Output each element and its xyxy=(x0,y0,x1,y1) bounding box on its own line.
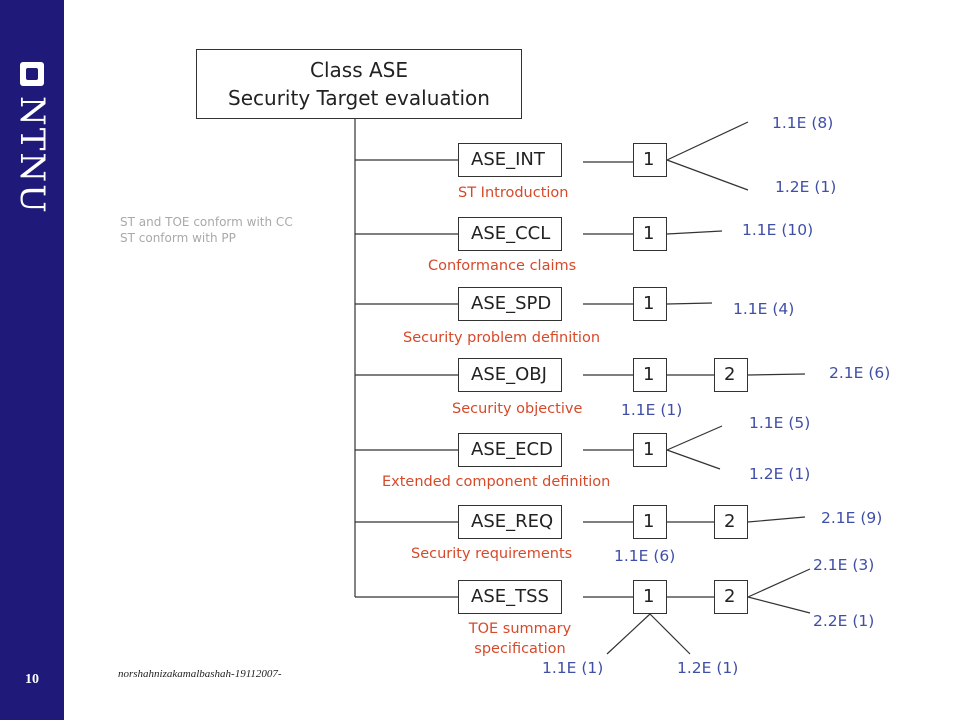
level-box: 1 xyxy=(633,143,667,177)
element-label: 1.2E (1) xyxy=(749,465,811,483)
fan-line xyxy=(606,613,651,655)
family-box-ase-spd: ASE_SPD xyxy=(458,287,562,321)
footer-author: norshahnizakamalbashah-19112007- xyxy=(118,668,282,680)
ntnu-logo-icon xyxy=(20,62,44,86)
family-description: Security requirements xyxy=(411,546,573,562)
level-box: 1 xyxy=(633,505,667,539)
element-label: 1.1E (1) xyxy=(542,659,604,677)
element-label: 1.2E (1) xyxy=(775,178,837,196)
fan-line xyxy=(666,449,721,470)
fan-line xyxy=(649,613,691,655)
fan-line xyxy=(747,568,811,598)
element-label: 1.1E (6) xyxy=(614,547,676,565)
element-label: 1.1E (1) xyxy=(621,401,683,419)
level-box: 1 xyxy=(633,433,667,467)
conformance-note: ST and TOE conform with CC ST conform wi… xyxy=(120,214,293,246)
fan-line xyxy=(666,425,723,451)
family-box-ase-tss: ASE_TSS xyxy=(458,580,562,614)
family-description: TOE summary specification xyxy=(458,619,582,659)
class-title: Class ASE xyxy=(310,58,408,82)
family-description: Conformance claims xyxy=(428,258,577,274)
class-ase-box: Class ASE Security Target evaluation xyxy=(196,49,522,119)
level-box: 1 xyxy=(633,217,667,251)
element-label: 2.2E (1) xyxy=(813,612,875,630)
element-label: 2.1E (3) xyxy=(813,556,875,574)
family-box-ase-ccl: ASE_CCL xyxy=(458,217,562,251)
note-line: ST and TOE conform with CC xyxy=(120,215,293,229)
element-label: 2.1E (6) xyxy=(829,364,891,382)
element-label: 1.2E (1) xyxy=(677,659,739,677)
element-label: 1.1E (8) xyxy=(772,114,834,132)
class-subtitle: Security Target evaluation xyxy=(228,86,490,110)
sidebar: NTNU 10 xyxy=(0,0,64,720)
element-label: 1.1E (5) xyxy=(749,414,811,432)
description-line: TOE summary xyxy=(468,621,572,637)
element-label: 2.1E (9) xyxy=(821,509,883,527)
level-box: 1 xyxy=(633,358,667,392)
fan-line xyxy=(666,159,749,191)
fan-line xyxy=(747,516,806,523)
level-box: 2 xyxy=(714,505,748,539)
level-box: 2 xyxy=(714,580,748,614)
fan-line xyxy=(666,230,723,235)
page-number: 10 xyxy=(25,672,39,687)
note-line: ST conform with PP xyxy=(120,231,236,245)
family-description: Extended component definition xyxy=(382,474,611,490)
family-description: ST Introduction xyxy=(458,185,569,201)
family-box-ase-ecd: ASE_ECD xyxy=(458,433,562,467)
fan-line xyxy=(666,121,749,161)
level-box: 1 xyxy=(633,287,667,321)
description-line: specification xyxy=(474,641,566,657)
family-box-ase-obj: ASE_OBJ xyxy=(458,358,562,392)
family-box-ase-req: ASE_REQ xyxy=(458,505,562,539)
family-description: Security objective xyxy=(452,401,583,417)
family-box-ase-int: ASE_INT xyxy=(458,143,562,177)
level-box: 1 xyxy=(633,580,667,614)
fan-line xyxy=(747,596,811,614)
level-box: 2 xyxy=(714,358,748,392)
element-label: 1.1E (10) xyxy=(742,221,814,239)
family-description: Security problem definition xyxy=(403,330,601,346)
element-label: 1.1E (4) xyxy=(733,300,795,318)
ntnu-logo-text: NTNU xyxy=(12,96,52,215)
fan-line xyxy=(747,373,806,376)
fan-line xyxy=(666,302,713,305)
